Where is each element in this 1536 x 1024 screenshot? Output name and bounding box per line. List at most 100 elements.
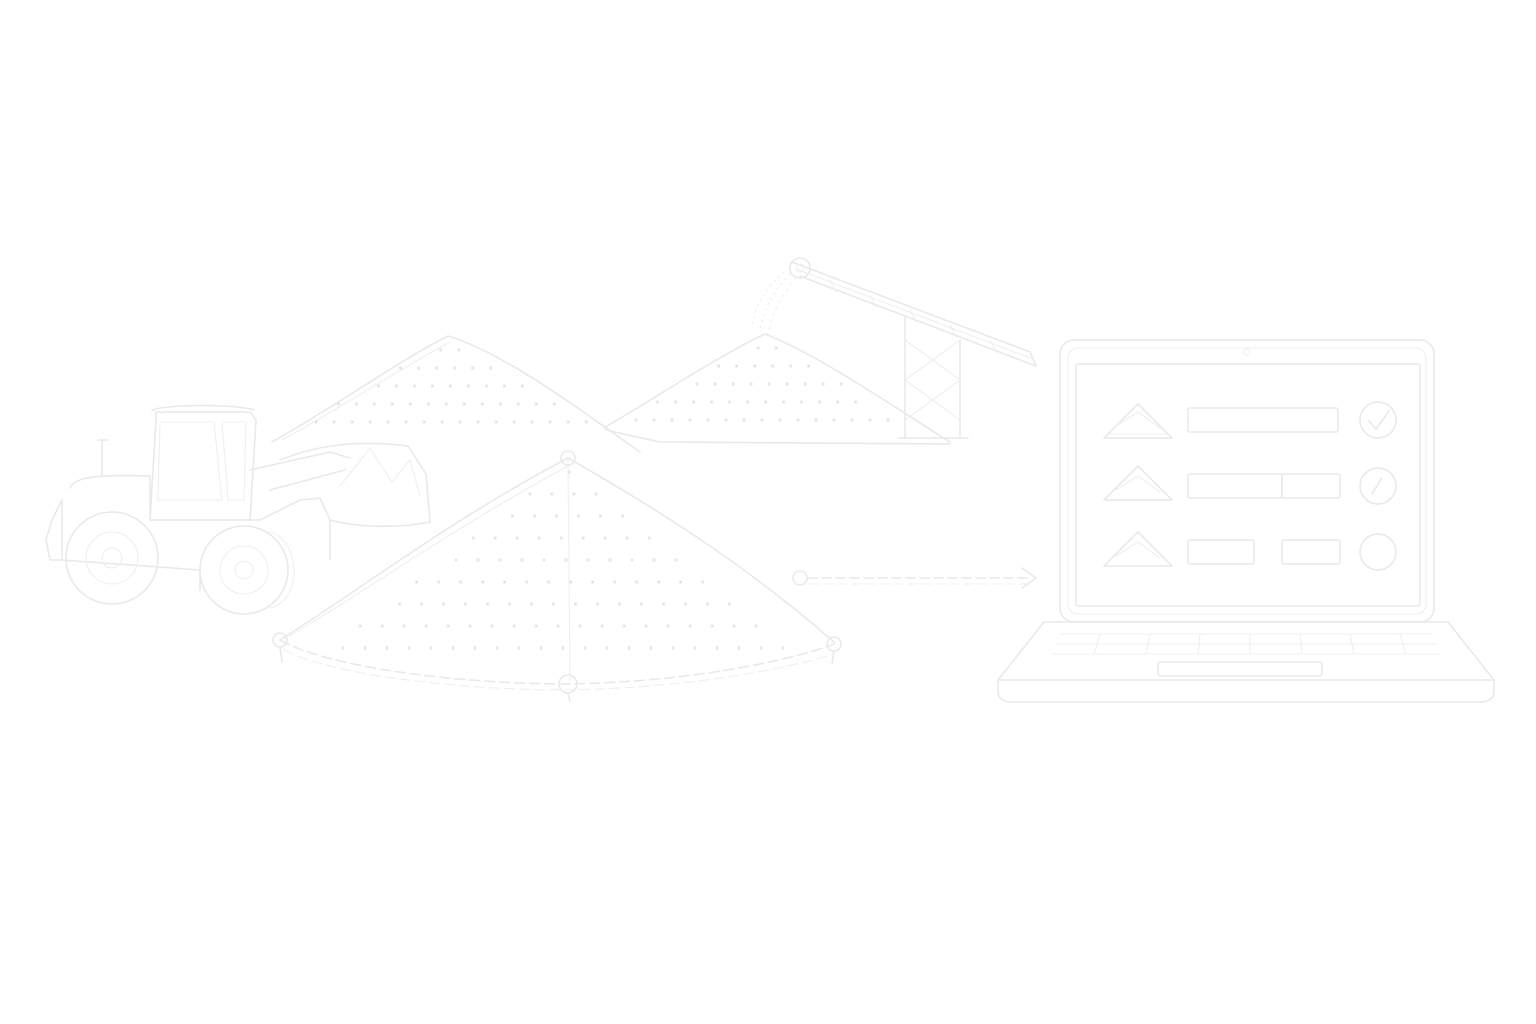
texture-dot	[586, 558, 590, 562]
texture-dot	[480, 402, 484, 406]
texture-dot	[771, 364, 775, 368]
texture-dot	[630, 558, 634, 562]
texture-dot	[473, 646, 477, 650]
texture-dot	[691, 400, 696, 404]
texture-dot	[407, 646, 411, 650]
texture-dot	[457, 348, 461, 352]
stockpile-texture	[634, 346, 890, 422]
texture-dot	[639, 602, 644, 606]
texture-dot	[419, 602, 424, 606]
texture-dot	[701, 580, 705, 584]
texture-dot	[453, 366, 457, 370]
texture-dot	[803, 382, 807, 386]
texture-dot	[706, 418, 710, 422]
texture-dot	[394, 384, 399, 388]
texture-dot	[463, 602, 468, 606]
texture-dot	[551, 602, 556, 606]
texture-dot	[481, 580, 485, 584]
texture-dot	[591, 580, 595, 584]
stockpile-texture	[341, 470, 785, 650]
texture-dot	[572, 492, 576, 496]
texture-dot	[397, 602, 402, 606]
texture-dot	[583, 646, 587, 650]
dashboard-row	[1103, 401, 1397, 439]
texture-dot	[556, 624, 560, 628]
data-transfer-arrow-icon	[807, 567, 1037, 589]
texture-dot	[471, 536, 475, 540]
texture-dot	[781, 400, 786, 404]
texture-dot	[652, 418, 656, 422]
wheel-loader-icon	[45, 404, 431, 615]
texture-dot	[559, 536, 563, 540]
texture-dot	[584, 420, 588, 424]
texture-dot	[498, 558, 502, 562]
texture-dot	[655, 400, 660, 404]
texture-dot	[625, 536, 629, 540]
texture-dot	[484, 384, 489, 388]
texture-dot	[832, 418, 836, 422]
texture-dot	[458, 420, 462, 424]
stockpile-back-left	[271, 335, 641, 453]
texture-dot	[529, 602, 534, 606]
texture-dot	[441, 602, 446, 606]
texture-dot	[760, 418, 764, 422]
texture-dot	[821, 382, 825, 386]
texture-dot	[727, 400, 732, 404]
texture-dot	[422, 420, 426, 424]
texture-dot	[868, 418, 872, 422]
texture-dot	[713, 382, 717, 386]
texture-dot	[547, 580, 551, 584]
texture-dot	[745, 400, 750, 404]
texture-dot	[430, 384, 435, 388]
texture-dot	[476, 420, 480, 424]
texture-dot	[485, 602, 490, 606]
texture-dot	[627, 646, 631, 650]
texture-dot	[412, 384, 417, 388]
texture-dot	[417, 366, 421, 370]
texture-dot	[727, 602, 732, 606]
dashboard-row	[1103, 465, 1397, 505]
texture-dot	[494, 420, 498, 424]
texture-dot	[548, 420, 552, 424]
texture-dot	[635, 580, 639, 584]
texture-dot	[341, 646, 345, 650]
texture-dot	[550, 492, 554, 496]
texture-dot	[742, 418, 746, 422]
texture-dot	[709, 400, 714, 404]
texture-dot	[525, 580, 529, 584]
texture-dot	[799, 400, 804, 404]
texture-dot	[886, 418, 890, 422]
texture-dot	[595, 602, 600, 606]
texture-dot	[789, 364, 793, 368]
texture-dot	[715, 646, 719, 650]
texture-dot	[404, 420, 408, 424]
stockpile-icon	[279, 457, 835, 683]
texture-dot	[814, 418, 818, 422]
texture-dot	[440, 420, 444, 424]
dashboard-row	[1103, 531, 1397, 571]
texture-dot	[617, 602, 622, 606]
texture-dot	[608, 558, 612, 562]
texture-dot	[839, 382, 843, 386]
texture-dot	[552, 402, 556, 406]
texture-dot	[490, 624, 494, 628]
texture-dot	[605, 646, 609, 650]
texture-dot	[695, 382, 699, 386]
texture-dot	[448, 384, 453, 388]
texture-dot	[426, 402, 430, 406]
texture-dot	[517, 646, 521, 650]
texture-dot	[671, 646, 675, 650]
texture-dot	[554, 514, 559, 518]
texture-dot	[507, 602, 512, 606]
texture-dot	[581, 536, 585, 540]
texture-dot	[817, 400, 822, 404]
texture-dot	[735, 364, 739, 368]
texture-dot	[471, 366, 475, 370]
texture-dot	[674, 558, 678, 562]
texture-dot	[435, 366, 439, 370]
texture-dot	[566, 420, 570, 424]
texture-dot	[385, 646, 389, 650]
texture-dot	[759, 646, 763, 650]
texture-dot	[363, 646, 367, 650]
